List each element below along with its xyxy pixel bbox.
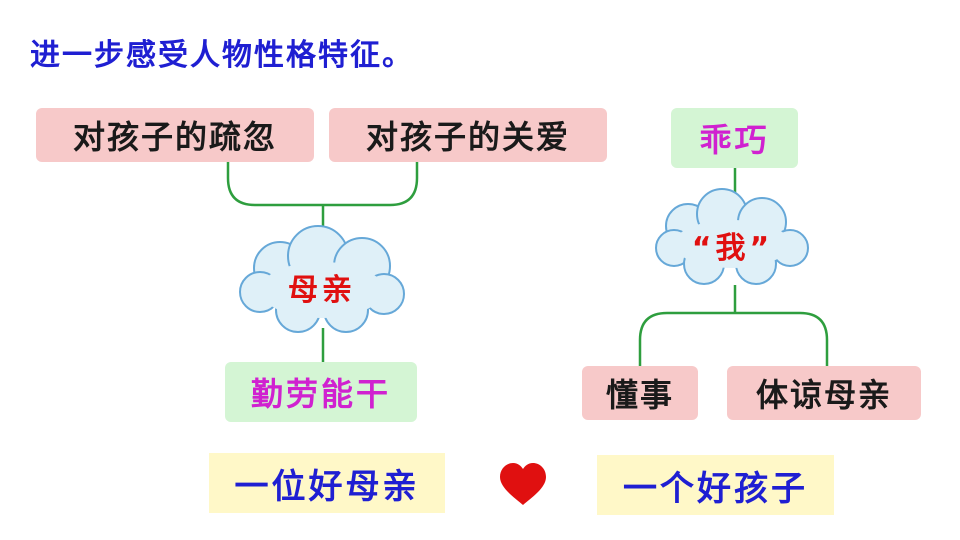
good-child-box: 一个好孩子 <box>597 455 834 515</box>
mother-cloud-shape <box>239 225 405 333</box>
trait-care-box: 对孩子的关爱 <box>329 108 607 162</box>
child-cloud-label: “我” <box>691 231 774 266</box>
child-trait-connector <box>638 311 829 368</box>
heart-icon <box>500 463 546 505</box>
well-behaved-box: 乖巧 <box>671 108 798 168</box>
page-title: 进一步感受人物性格特征。 <box>30 38 414 73</box>
trait-neglect-box: 对孩子的疏忽 <box>36 108 314 162</box>
sensible-box: 懂事 <box>582 366 698 420</box>
good-mother-box: 一位好母亲 <box>209 453 445 513</box>
considerate-box: 体谅母亲 <box>727 366 921 420</box>
mother-cloud-label: 母亲 <box>288 273 356 308</box>
child-cloud-shape <box>655 188 809 285</box>
mother-trait-connector <box>226 160 419 207</box>
hardworking-box: 勤劳能干 <box>225 362 417 422</box>
